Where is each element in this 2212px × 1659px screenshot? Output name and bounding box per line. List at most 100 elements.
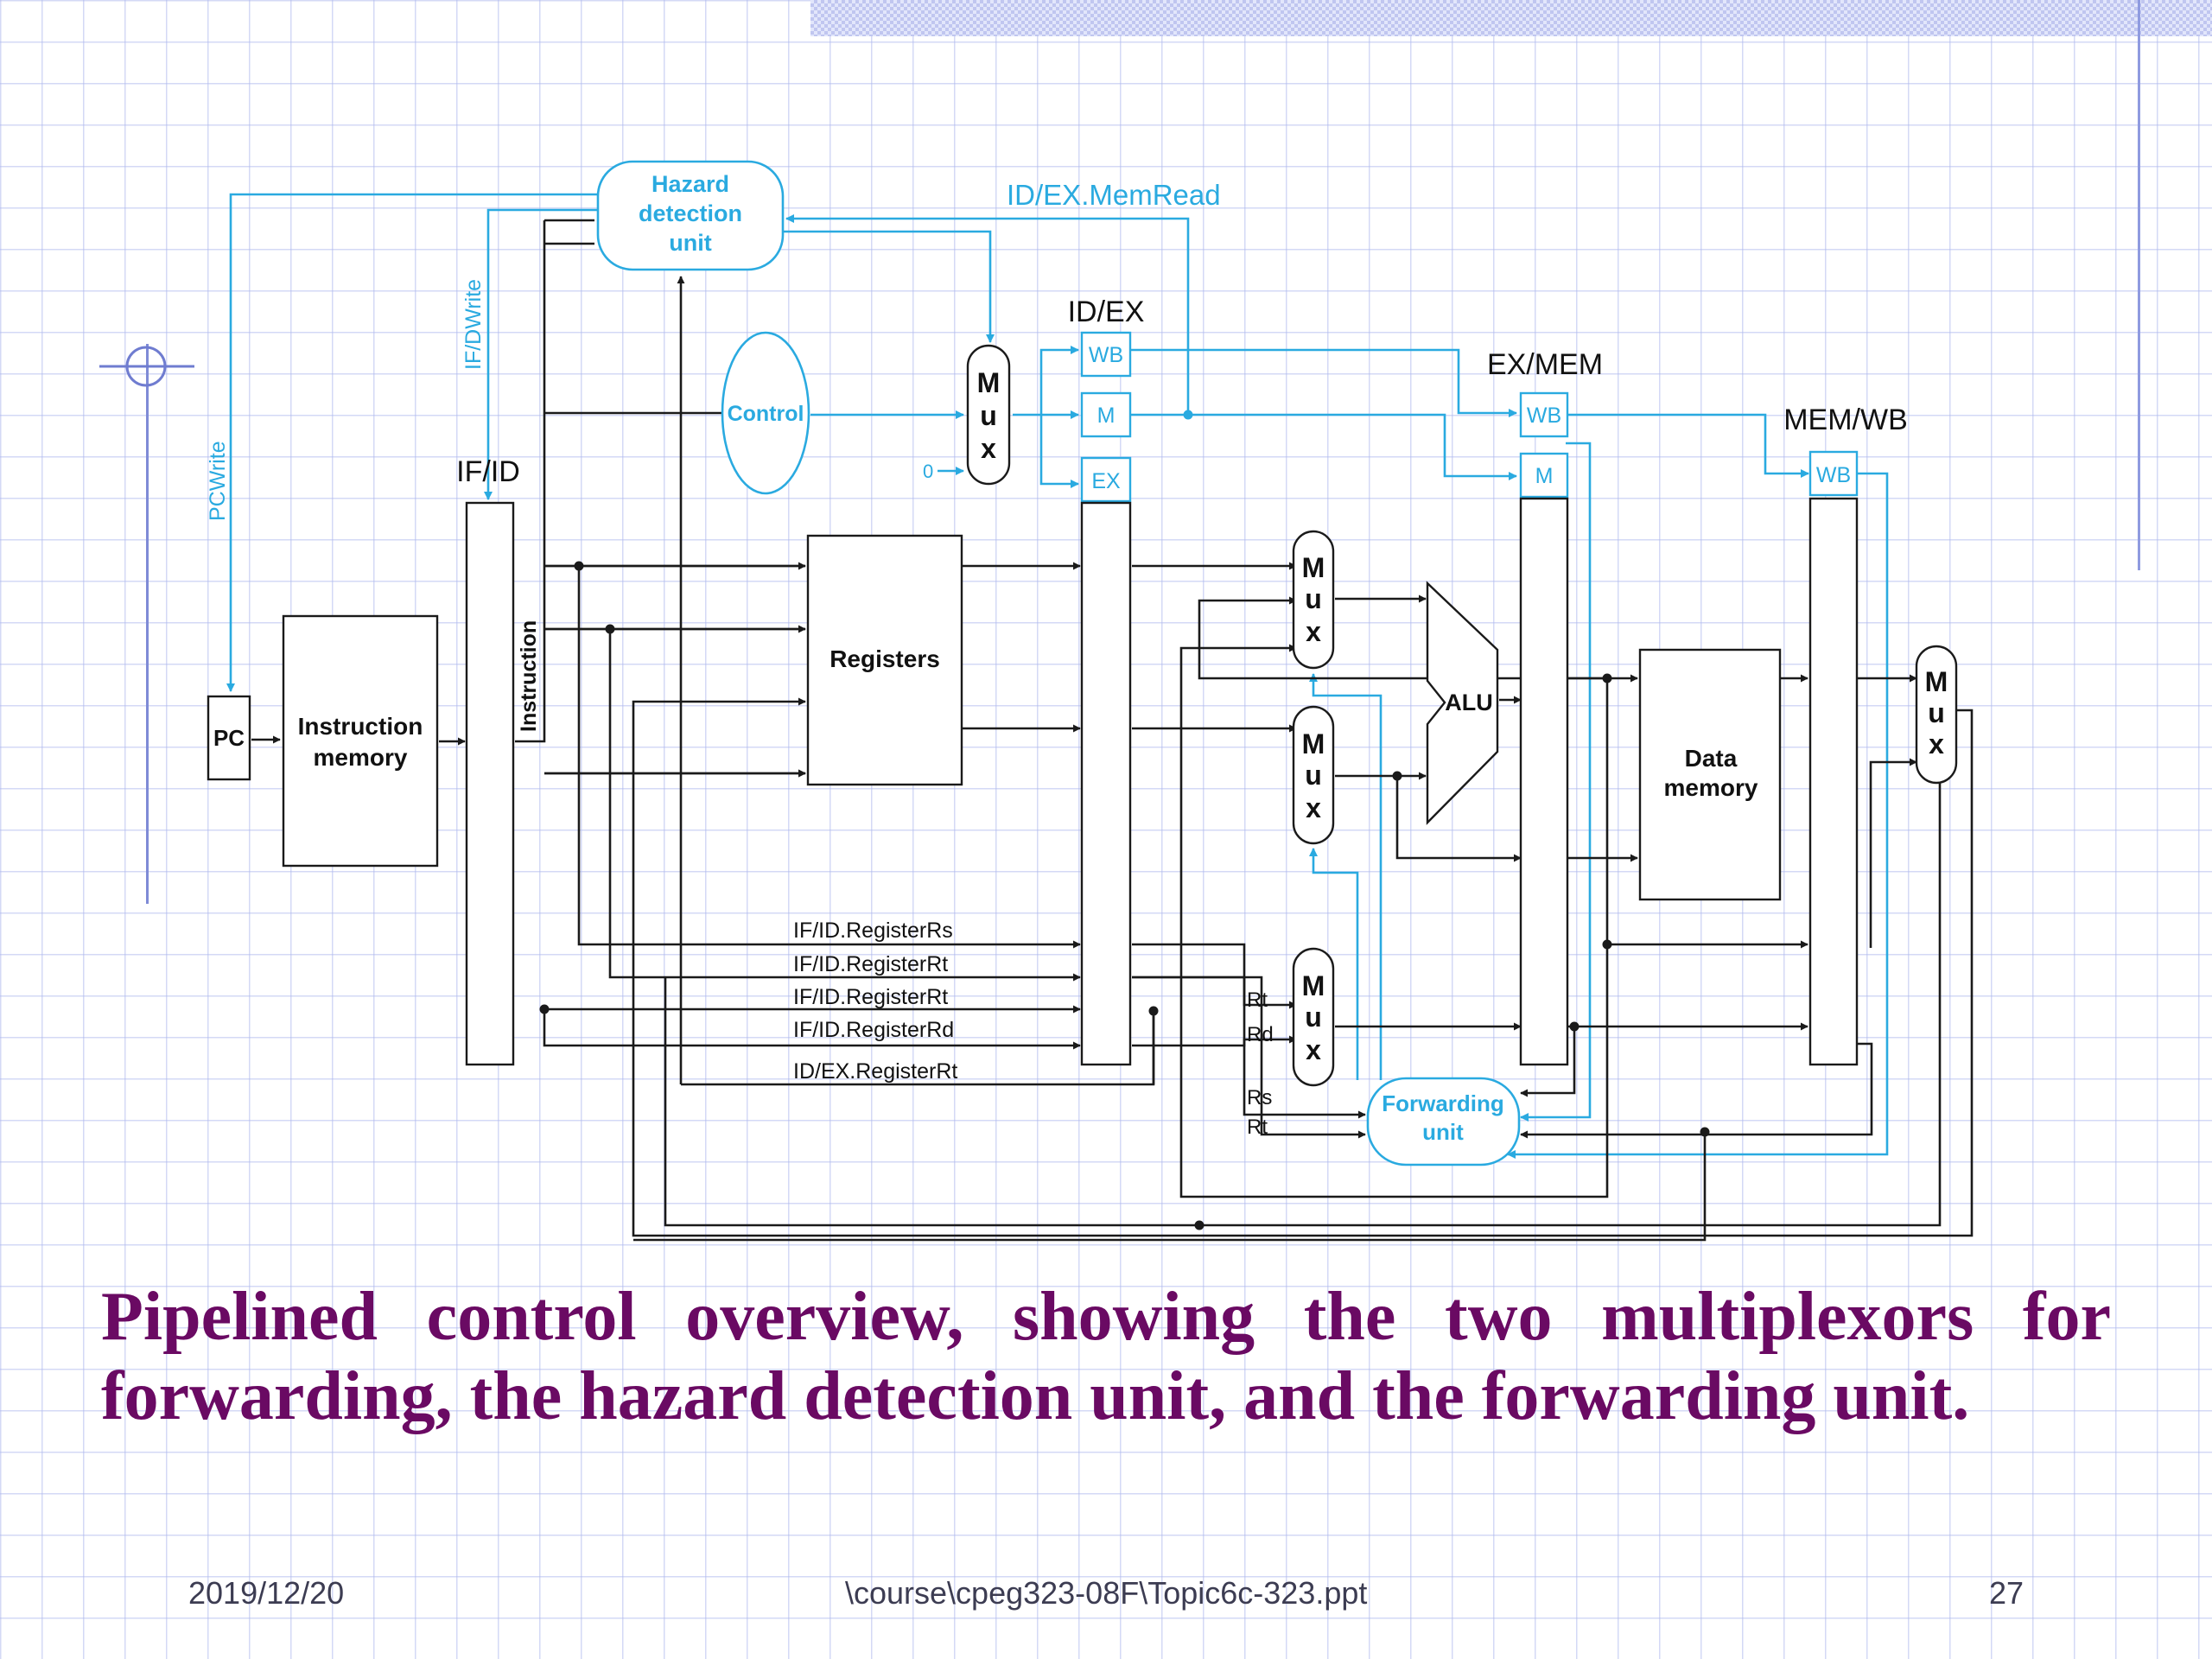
crosshair-icon [99, 346, 194, 387]
lower-mux-m: M [1302, 728, 1325, 760]
top-decorative-band [810, 0, 2212, 36]
idex-label: ID/EX [1068, 296, 1145, 328]
signal-labels: PCWrite IF/DWrite ID/EX.MemRead 0 IF/ID.… [206, 179, 1274, 1139]
wire-junctions [539, 561, 1710, 1230]
hazard-to-mux-wire [782, 230, 995, 343]
left-decorative-rule [146, 344, 149, 904]
ifid-register: IF/ID Instruction [456, 455, 541, 1066]
wb-mux-u: u [1928, 697, 1945, 728]
slide-caption: Pipelined control overview, showing the … [101, 1279, 2111, 1434]
alu: ALU [1426, 581, 1499, 825]
writeback-mux: M u x [1915, 645, 1958, 785]
zero-label: 0 [923, 461, 933, 482]
pcwrite-wire [226, 193, 598, 692]
ifdwrite-wire [484, 208, 598, 500]
imem-line-1: memory [314, 744, 408, 771]
dmem-line-0: Data [1685, 745, 1738, 772]
upper-mux-x: x [1306, 616, 1321, 647]
wb-mux-m: M [1925, 666, 1948, 697]
idex-wb-to-exmem-wire [1130, 348, 1517, 417]
alu-upper-mux: M u x [1292, 530, 1335, 670]
lower-mux-to-dmem-wire [1395, 776, 1522, 862]
alu-lower-mux: M u x [1292, 705, 1335, 845]
upper-mux-u: u [1305, 583, 1322, 614]
instruction-bus [515, 219, 805, 773]
exmem-wb-to-forwarding-wire [1520, 442, 1592, 1122]
exmem-register: WB M EX/MEM [1487, 348, 1603, 1066]
exmem-rd-to-forwarding-wire [1520, 1027, 1576, 1097]
rd-field-wire [543, 1009, 1081, 1050]
hazard-mux-m: M [977, 367, 1001, 398]
exmem-wb-to-memwb-wire [1566, 413, 1809, 478]
pcwrite-label: PCWrite [206, 441, 230, 521]
regdst-mux-m: M [1302, 970, 1325, 1001]
regdst-mux: M u x [1292, 947, 1335, 1087]
memread-label: ID/EX.MemRead [1007, 179, 1221, 211]
ifdwrite-label: IF/DWrite [461, 279, 486, 370]
instruction-memory: Instruction memory [282, 614, 439, 868]
field-rt2-label: IF/ID.RegisterRt [793, 985, 948, 1009]
forwarding-line-1: unit [1422, 1119, 1464, 1145]
pc-register: PC [207, 695, 251, 781]
idex-rt-to-mux-wire [1132, 976, 1297, 1009]
datapath-wires [251, 219, 1974, 1242]
memwb-register: WB MEM/WB [1783, 404, 1908, 1066]
footer-page-number: 27 [1989, 1575, 2024, 1611]
control-wires [226, 193, 1889, 1159]
field-rt-label: IF/ID.RegisterRt [793, 952, 948, 976]
exmem-label: EX/MEM [1487, 348, 1603, 381]
hazard-line-0: Hazard [652, 171, 729, 197]
memwb-rd-to-forwarding-wire [1520, 1042, 1873, 1139]
lower-mux-x: x [1306, 792, 1321, 823]
memwb-wb-to-forwarding-wire [1507, 472, 1889, 1159]
forwarding-unit: Forwarding unit [1366, 1077, 1521, 1166]
hazard-line-1: detection [639, 200, 742, 226]
control-label: Control [728, 402, 804, 426]
idex-m-to-exmem-wire [1130, 413, 1517, 480]
rs-to-forwarding-wire [1132, 943, 1366, 1119]
mux-input-rt-label: Rt [1247, 988, 1268, 1012]
regdst-mux-x: x [1306, 1034, 1321, 1065]
right-decorative-rule [2138, 0, 2140, 570]
bottom-loop-b-wire [664, 710, 1942, 1227]
forwarding-to-lower-mux-wire [1309, 848, 1359, 1080]
instruction-label: Instruction [517, 620, 541, 732]
mux-to-idex-ex-wire [1039, 415, 1079, 488]
exmem-field-wb: WB [1527, 404, 1561, 428]
hazard-mux: M u x [966, 344, 1011, 486]
dmem-line-1: memory [1664, 774, 1758, 801]
pc-label: PC [213, 725, 245, 751]
regdst-mux-u: u [1305, 1001, 1322, 1033]
memread-junction [1183, 410, 1193, 420]
memwb-field-wb: WB [1816, 463, 1851, 487]
idex-register: WB M EX ID/EX [1068, 296, 1145, 1066]
alu-fwd-a-wire [1198, 596, 1607, 680]
rt-to-forwarding-wire [1132, 976, 1366, 1139]
hazard-mux-x: x [981, 433, 996, 464]
mux-input-rd-label: Rd [1247, 1023, 1274, 1046]
hazard-line-2: unit [669, 230, 711, 256]
idex-field-wb: WB [1089, 343, 1123, 367]
exmem-field-m: M [1535, 464, 1554, 488]
rs-field-wire [577, 566, 1081, 949]
registers-file: Registers [806, 534, 963, 786]
wb-mux-x: x [1929, 728, 1944, 760]
memwb-label: MEM/WB [1783, 404, 1908, 436]
hazard-detection-unit: Hazard detection unit [596, 160, 785, 271]
rt-field-wire [608, 629, 1081, 982]
hazard-mux-u: u [980, 400, 997, 431]
registers-label: Registers [830, 645, 940, 672]
field-idex-rt-label: ID/EX.RegisterRt [793, 1059, 957, 1084]
forwarding-input-rt-label: Rt [1247, 1116, 1268, 1139]
idex-field-ex: EX [1091, 469, 1121, 493]
bottom-loop-wire [633, 1132, 1707, 1242]
imem-line-0: Instruction [298, 713, 423, 740]
writeback-to-rs-wire [632, 697, 1974, 1237]
field-rd-label: IF/ID.RegisterRd [793, 1018, 954, 1042]
idex-field-m: M [1097, 404, 1116, 428]
mux-to-idex-wb-wire [1039, 346, 1079, 415]
forwarding-to-upper-mux-wire [1309, 673, 1382, 1080]
forwarding-input-rs-label: Rs [1247, 1086, 1272, 1109]
lower-mux-u: u [1305, 760, 1322, 791]
